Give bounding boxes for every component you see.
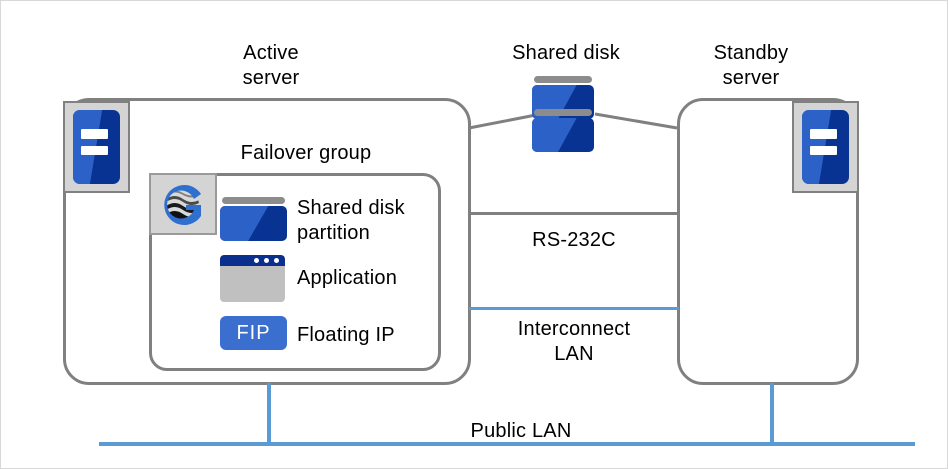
- interconnect-lan-label: Interconnect LAN: [517, 318, 631, 365]
- application-titlebar: [220, 255, 285, 266]
- shared-disk-icon-lower: [532, 109, 594, 152]
- shared-disk-partition-label: Shared disk partition: [297, 197, 405, 244]
- server-icon-bar: [809, 129, 837, 139]
- failover-group-label: Failover group: [240, 142, 372, 164]
- active-server-lan-drop: [267, 383, 271, 445]
- rs232c-label: RS-232C: [532, 229, 616, 251]
- disk-cap: [534, 76, 592, 83]
- server-icon-bar: [80, 129, 108, 139]
- clusterpro-glyph: [164, 185, 201, 225]
- disk-plate: [220, 206, 287, 241]
- server-icon-body: [73, 110, 120, 184]
- clusterpro-logo-icon: [149, 173, 217, 235]
- server-icon-body: [802, 110, 849, 184]
- fip-badge-icon: FIP: [220, 316, 287, 350]
- interconnect-lan-line: [469, 307, 679, 310]
- shared-disk-label: Shared disk: [512, 42, 620, 64]
- floating-ip-label: Floating IP: [297, 324, 395, 346]
- titlebar-dot: [274, 258, 279, 263]
- disk-plate: [532, 118, 594, 152]
- server-icon: [792, 101, 859, 193]
- shared-disk-partition-icon: [220, 197, 287, 241]
- public-lan-bus-line: [99, 442, 915, 446]
- standby-server-lan-drop: [770, 383, 774, 445]
- server-icon: [63, 101, 130, 193]
- titlebar-dot: [264, 258, 269, 263]
- public-lan-label: Public LAN: [470, 420, 572, 442]
- failover-group-box[interactable]: [149, 173, 441, 371]
- titlebar-dot: [254, 258, 259, 263]
- application-label: Application: [297, 267, 398, 289]
- standby-server-box[interactable]: [677, 98, 859, 385]
- active-server-label: Active server: [242, 42, 300, 89]
- rs232c-line: [469, 212, 679, 215]
- application-window-icon: [220, 255, 285, 302]
- disk-cap: [222, 197, 285, 204]
- standby-server-label: Standby server: [713, 42, 789, 89]
- disk-cap: [534, 109, 592, 116]
- server-icon-bar: [809, 145, 837, 156]
- server-icon-bar: [80, 145, 108, 156]
